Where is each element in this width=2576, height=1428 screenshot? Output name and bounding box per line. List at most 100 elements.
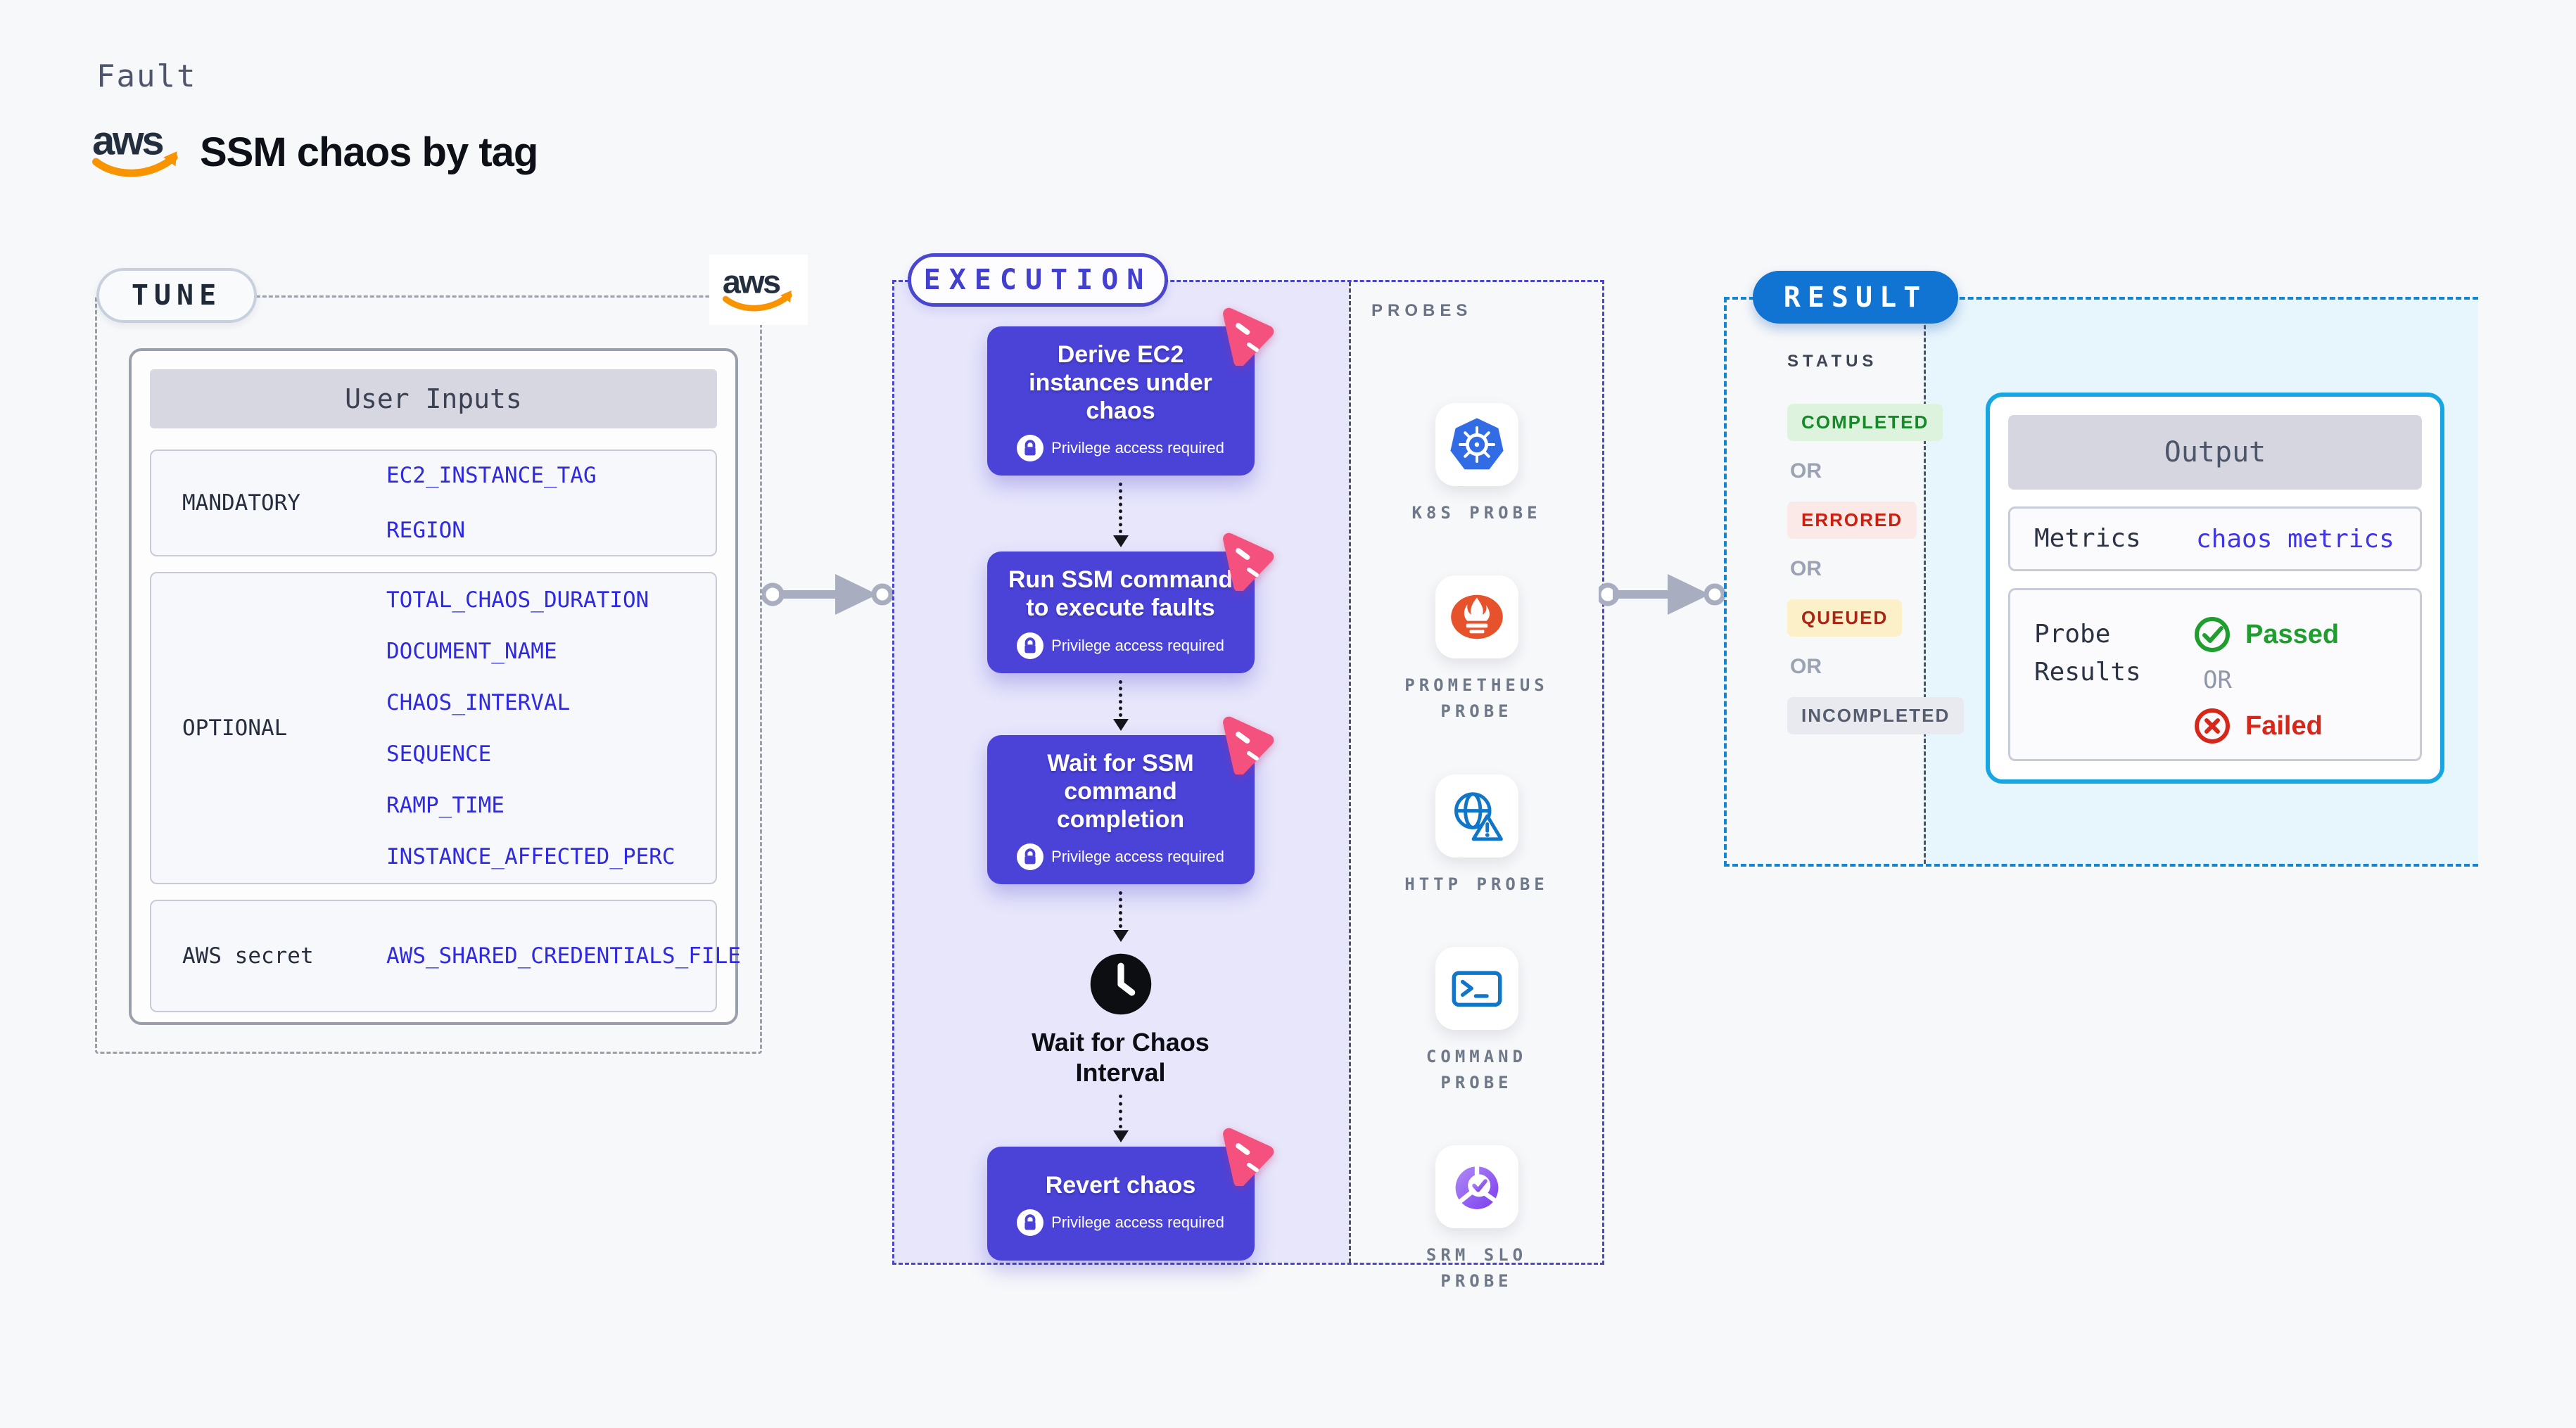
- probe-label: SRM SLO PROBE: [1426, 1245, 1528, 1292]
- execution-badge: EXECUTION: [908, 253, 1168, 307]
- step-wait-ssm: Wait for SSM command completion Privileg…: [986, 716, 1274, 884]
- probe-label: COMMAND PROBE: [1426, 1046, 1528, 1092]
- svg-text:aws: aws: [723, 263, 780, 300]
- slo-pie-check-icon: [1435, 1145, 1518, 1229]
- metrics-row: Metrics chaos metrics: [2008, 506, 2422, 571]
- privilege-text: Privilege access required: [1051, 847, 1224, 865]
- or-label: OR: [1790, 459, 1822, 483]
- kubernetes-icon: [1435, 403, 1518, 486]
- output-header: Output: [2008, 415, 2422, 490]
- http-globe-warning-icon: [1435, 774, 1518, 858]
- mandatory-row: MANDATORY EC2_INSTANCE_TAG REGION: [150, 450, 717, 556]
- step-run-ssm: Run SSM command to execute faults Privil…: [986, 533, 1274, 673]
- probe-results-label: Probe Results: [2034, 620, 2141, 687]
- step-title: Wait for SSM command completion: [1047, 749, 1194, 833]
- step-title: Derive EC2 instances under chaos: [1029, 341, 1212, 425]
- mandatory-label: MANDATORY: [182, 490, 300, 516]
- probes-title: PROBES: [1371, 301, 1473, 320]
- input-value: REGION: [386, 518, 465, 543]
- privilege-note: Privilege access required: [1017, 632, 1224, 659]
- metrics-label: Metrics: [2034, 524, 2141, 553]
- aws-corner-logo-icon: aws: [709, 255, 808, 325]
- svg-text:aws: aws: [92, 118, 163, 163]
- output-panel: Output Metrics chaos metrics Probe Resul…: [1986, 393, 2444, 784]
- tune-to-execution-arrow: [762, 574, 894, 615]
- mandatory-values: EC2_INSTANCE_TAG REGION: [386, 463, 597, 543]
- step-revert-chaos: Revert chaos Privilege access required: [986, 1128, 1274, 1261]
- page-title: SSM chaos by tag: [200, 129, 538, 175]
- lock-icon: [1017, 435, 1044, 462]
- probe-outcomes: Passed OR Failed: [2193, 616, 2339, 745]
- flow-connector: [1112, 1095, 1129, 1143]
- arrow-down-icon: [1112, 535, 1129, 548]
- litmus-chaos-icon: [1222, 716, 1274, 774]
- privilege-note: Privilege access required: [1017, 843, 1224, 870]
- x-circle-icon: [2195, 708, 2230, 744]
- probes-section: PROBES K8S PROBE: [1349, 280, 1604, 1291]
- execution-flow: Derive EC2 instances under chaos Privile…: [894, 280, 1347, 1261]
- lock-icon: [1017, 843, 1044, 870]
- tune-section-outline: [95, 295, 762, 1054]
- status-title: STATUS: [1787, 352, 1878, 371]
- litmus-chaos-icon: [1222, 307, 1274, 366]
- probe-prometheus: PROMETHEUS PROBE: [1403, 575, 1551, 725]
- status-badge-completed: COMPLETED: [1787, 404, 1943, 441]
- passed-label: Passed: [2245, 619, 2340, 649]
- fault-kicker: Fault: [96, 58, 197, 94]
- execution-probes-divider: [1349, 282, 1351, 1263]
- arrow-down-icon: [1112, 929, 1129, 942]
- arrow-down-icon: [1112, 718, 1129, 731]
- step-title: Revert chaos: [1045, 1172, 1196, 1199]
- aws-logo-icon: aws: [91, 118, 182, 186]
- input-value: RAMP_TIME: [386, 792, 505, 818]
- privilege-note: Privilege access required: [1017, 1209, 1224, 1237]
- privilege-note: Privilege access required: [1017, 435, 1224, 462]
- probes-list: K8S PROBE PROMETHEUS PROBE: [1349, 403, 1604, 1295]
- optional-row: OPTIONAL TOTAL_CHAOS_DURATION DOCUMENT_N…: [150, 572, 717, 884]
- status-badge-errored: ERRORED: [1787, 502, 1917, 539]
- optional-values: TOTAL_CHAOS_DURATION DOCUMENT_NAME CHAOS…: [386, 587, 675, 869]
- clock-icon: [1089, 952, 1153, 1020]
- flow-connector: [1112, 891, 1129, 942]
- status-badge-queued: QUEUED: [1787, 599, 1903, 637]
- failed-outcome: Failed: [2193, 707, 2339, 745]
- optional-label: OPTIONAL: [182, 715, 288, 741]
- lock-icon: [1017, 1209, 1044, 1237]
- or-label: OR: [2203, 666, 2232, 694]
- aws-secret-row: AWS secret AWS_SHARED_CREDENTIALS_FILE: [150, 900, 741, 1012]
- flow-connector: [1112, 483, 1129, 548]
- prometheus-icon: [1435, 575, 1518, 659]
- input-value: DOCUMENT_NAME: [386, 638, 557, 664]
- probe-http: HTTP PROBE: [1403, 774, 1551, 898]
- probe-label: K8S PROBE: [1411, 503, 1542, 523]
- passed-outcome: Passed: [2193, 616, 2339, 654]
- input-value: EC2_INSTANCE_TAG: [386, 463, 597, 488]
- aws-secret-values: AWS_SHARED_CREDENTIALS_FILE: [386, 943, 741, 969]
- or-label: OR: [1790, 557, 1822, 580]
- flow-connector: [1112, 680, 1129, 731]
- wait-chaos-interval-label: Wait for Chaos Interval: [1032, 1027, 1210, 1088]
- status-output-divider: [1924, 300, 1926, 864]
- litmus-chaos-icon: [1222, 1128, 1274, 1187]
- step-derive-ec2: Derive EC2 instances under chaos Privile…: [986, 307, 1274, 476]
- input-value: CHAOS_INTERVAL: [386, 689, 571, 715]
- failed-label: Failed: [2245, 710, 2323, 741]
- check-circle-icon: [2195, 617, 2230, 652]
- privilege-text: Privilege access required: [1051, 636, 1224, 654]
- privilege-text: Privilege access required: [1051, 439, 1224, 457]
- litmus-chaos-icon: [1222, 533, 1274, 592]
- title-row: aws SSM chaos by tag: [91, 118, 538, 186]
- status-badge-incompleted: INCOMPLETED: [1787, 697, 1965, 734]
- lock-icon: [1017, 632, 1044, 659]
- terminal-icon: [1435, 946, 1518, 1030]
- tune-badge: TUNE: [96, 268, 257, 323]
- status-column: STATUS COMPLETED OR ERRORED OR QUEUED OR…: [1787, 352, 1965, 734]
- probe-srm-slo: SRM SLO PROBE: [1403, 1145, 1551, 1294]
- metrics-value: chaos metrics: [2196, 524, 2394, 554]
- probe-label: PROMETHEUS PROBE: [1404, 675, 1549, 722]
- user-inputs-table: User Inputs MANDATORY EC2_INSTANCE_TAG R…: [129, 348, 741, 1025]
- result-badge: RESULT: [1753, 271, 1958, 324]
- input-value: SEQUENCE: [386, 741, 492, 767]
- input-value: AWS_SHARED_CREDENTIALS_FILE: [386, 943, 741, 969]
